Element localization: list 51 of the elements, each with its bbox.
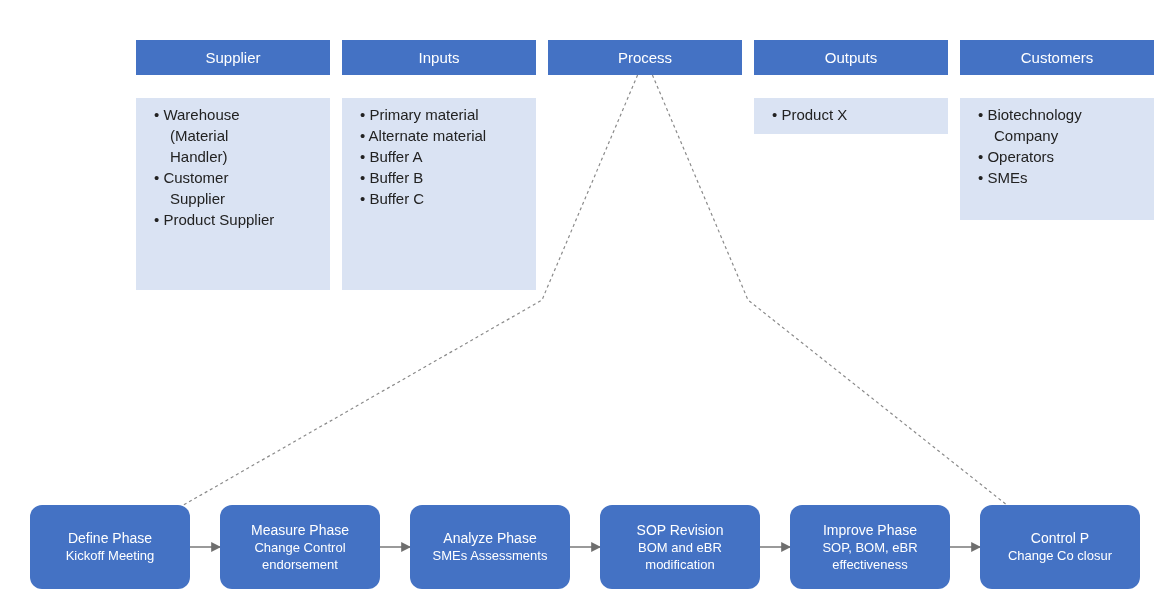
list-panel [342, 98, 536, 290]
process-box [220, 505, 380, 589]
list-item: • Warehouse (Material Handler) [153, 105, 241, 167]
list-item: • Customer Supplier [153, 168, 230, 209]
process-title: Define Phase [67, 530, 153, 547]
column-header [136, 40, 330, 75]
process-box [980, 505, 1140, 589]
header-text: Customers [1020, 49, 1094, 66]
column-header [960, 40, 1154, 75]
header-text: Inputs [418, 49, 460, 66]
process-text: SOP, BOM, eBR effectiveness [821, 538, 919, 573]
header-text: Outputs [824, 49, 878, 66]
list-item: • Biotechnology Company [977, 105, 1083, 146]
process-title: Improve Phase [822, 521, 918, 539]
process-text: Change Control endorsement [253, 538, 347, 573]
arrow [949, 542, 981, 552]
process-text: Change Co closur [1007, 547, 1113, 564]
list-item: • Primary material [359, 105, 480, 125]
list-item: • Buffer C [359, 189, 426, 209]
process-box [410, 505, 570, 589]
process-title: SOP Revision [636, 521, 724, 539]
list-panel [960, 98, 1154, 220]
arrow [189, 542, 221, 552]
list-item: • Product Supplier [153, 210, 276, 230]
arrow [759, 542, 791, 552]
dotted-line [651, 74, 1008, 506]
process-text: Kickoff Meeting [65, 547, 155, 564]
list-item: • Buffer A [359, 147, 424, 167]
list-item: • Operators [977, 147, 1056, 167]
header-text: Process [617, 49, 673, 66]
column-header [548, 40, 742, 75]
process-text: BOM and eBR modification [637, 538, 723, 573]
header-text: Supplier [205, 49, 261, 66]
column-header [342, 40, 536, 75]
process-text: SMEs Assessments [432, 547, 548, 564]
process-box [790, 505, 950, 589]
list-panel [754, 98, 948, 134]
list-item: • Product X [771, 105, 849, 125]
process-box [600, 505, 760, 589]
process-title: Analyze Phase [443, 530, 537, 547]
dotted-line [182, 74, 639, 506]
list-item: • SMEs [977, 168, 1029, 188]
column-header [754, 40, 948, 75]
arrow [379, 542, 411, 552]
arrow [569, 542, 601, 552]
process-title: Measure Phase [250, 521, 350, 539]
process-title: Control P [1030, 530, 1090, 547]
list-item: • Alternate material [359, 126, 488, 146]
list-item: • Buffer B [359, 168, 425, 188]
list-panel [136, 98, 330, 290]
process-box [30, 505, 190, 589]
